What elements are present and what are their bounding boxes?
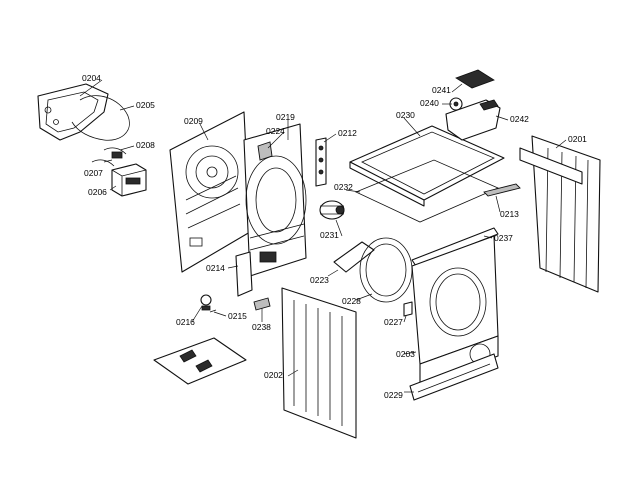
part-0208-drawing <box>103 147 127 159</box>
label-0223: 0223 <box>310 275 329 285</box>
part-0203-drawing <box>411 235 499 385</box>
label-0227: 0227 <box>384 317 403 327</box>
label-0229: 0229 <box>384 390 403 400</box>
part-0241-drawing <box>455 69 495 89</box>
part-0216-drawing <box>200 294 212 311</box>
label-0214: 0214 <box>206 263 225 273</box>
leader-lines <box>79 79 567 393</box>
part-0224-drawing <box>257 141 273 161</box>
part-0209-drawing <box>169 111 251 273</box>
label-0232: 0232 <box>334 182 353 192</box>
label-0230: 0230 <box>396 110 415 120</box>
label-0238: 0238 <box>252 322 271 332</box>
part-0206-drawing <box>111 163 147 197</box>
label-0215: 0215 <box>228 311 247 321</box>
label-0224: 0224 <box>266 126 285 136</box>
label-0207: 0207 <box>84 168 103 178</box>
part-0204-drawing <box>37 83 109 141</box>
part-0219-drawing <box>243 123 307 277</box>
label-0203: 0203 <box>396 349 415 359</box>
part-0227-drawing <box>403 301 413 317</box>
part-0214-drawing <box>235 251 253 297</box>
label-0204: 0204 <box>82 73 101 83</box>
label-0219: 0219 <box>276 112 295 122</box>
label-0212: 0212 <box>338 128 357 138</box>
part-0215-drawing <box>209 309 217 313</box>
part-0213-drawing <box>483 183 521 197</box>
label-0241: 0241 <box>432 85 451 95</box>
part-0230-drawing <box>349 125 505 207</box>
part-0232-drawing <box>355 159 499 223</box>
label-0242: 0242 <box>510 114 529 124</box>
label-0216: 0216 <box>176 317 195 327</box>
label-0240: 0240 <box>420 98 439 108</box>
label-0213: 0213 <box>500 209 519 219</box>
label-0202: 0202 <box>264 370 283 380</box>
label-0228: 0228 <box>342 296 361 306</box>
part-0238-drawing <box>253 297 271 311</box>
part-0207-drawing <box>91 159 115 167</box>
label-0208: 0208 <box>136 140 155 150</box>
part-0231-drawing <box>319 200 345 220</box>
part-0205-drawing <box>71 95 130 141</box>
part-0242-drawing <box>445 99 501 141</box>
part-0212-drawing <box>315 137 327 187</box>
label-0201: 0201 <box>568 134 587 144</box>
label-0231: 0231 <box>320 230 339 240</box>
part-0201-drawing <box>519 135 601 293</box>
label-0209: 0209 <box>184 116 203 126</box>
label-0205: 0205 <box>136 100 155 110</box>
part-0229-drawing <box>409 353 499 401</box>
accessory-plate-drawing <box>153 337 247 385</box>
label-0237: 0237 <box>494 233 513 243</box>
label-0206: 0206 <box>88 187 107 197</box>
part-0237-drawing <box>411 227 499 267</box>
part-0223-drawing <box>333 241 375 273</box>
part-0202-drawing <box>281 287 357 439</box>
part-0240-drawing <box>449 97 463 111</box>
part-0228-drawing <box>359 237 413 303</box>
